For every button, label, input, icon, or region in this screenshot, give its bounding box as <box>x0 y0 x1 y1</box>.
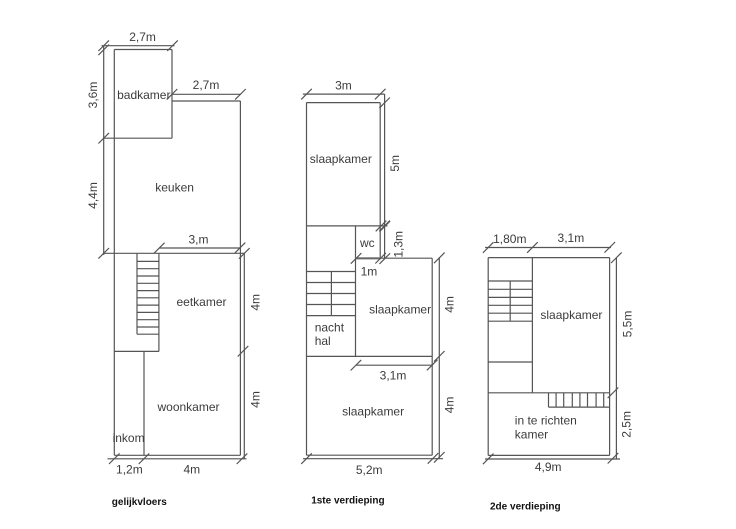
svg-text:2,5m: 2,5m <box>620 411 634 438</box>
svg-text:4m: 4m <box>183 462 200 476</box>
svg-text:4,4m: 4,4m <box>86 182 100 209</box>
svg-text:hal: hal <box>315 334 331 348</box>
svg-text:3m: 3m <box>335 79 352 93</box>
svg-text:3,6m: 3,6m <box>86 82 100 109</box>
svg-text:2,7m: 2,7m <box>129 30 156 44</box>
svg-text:wc: wc <box>359 236 375 250</box>
svg-text:woonkamer: woonkamer <box>156 400 219 414</box>
svg-text:3,1m: 3,1m <box>380 369 407 383</box>
svg-text:badkamer: badkamer <box>117 88 170 102</box>
svg-text:inkom: inkom <box>113 431 145 445</box>
svg-text:slaapkamer: slaapkamer <box>540 308 602 322</box>
svg-text:kamer: kamer <box>515 428 548 442</box>
svg-text:slaapkamer: slaapkamer <box>310 152 372 166</box>
svg-text:1m: 1m <box>361 264 378 278</box>
svg-text:4,9m: 4,9m <box>535 460 562 474</box>
svg-text:3,1m: 3,1m <box>558 231 585 245</box>
svg-text:in te richten: in te richten <box>515 413 577 427</box>
svg-text:gelijkvloers: gelijkvloers <box>112 497 167 508</box>
svg-text:4m: 4m <box>248 391 262 408</box>
svg-text:slaapkamer: slaapkamer <box>369 303 431 317</box>
svg-text:4m: 4m <box>248 294 262 311</box>
svg-text:slaapkamer: slaapkamer <box>342 404 404 418</box>
svg-text:4m: 4m <box>442 296 456 313</box>
svg-text:5,5m: 5,5m <box>621 311 635 338</box>
svg-text:2de verdieping: 2de verdieping <box>490 502 561 513</box>
svg-text:nacht: nacht <box>315 320 345 334</box>
svg-text:5m: 5m <box>388 155 402 172</box>
svg-text:1ste verdieping: 1ste verdieping <box>311 495 384 506</box>
svg-text:1,2m: 1,2m <box>116 462 143 476</box>
svg-text:3,m: 3,m <box>188 232 208 246</box>
svg-text:1,80m: 1,80m <box>493 232 526 246</box>
svg-text:5,2m: 5,2m <box>356 463 383 477</box>
svg-text:2,7m: 2,7m <box>193 78 220 92</box>
svg-text:4m: 4m <box>443 397 457 414</box>
svg-text:1,3m: 1,3m <box>392 231 406 258</box>
svg-text:keuken: keuken <box>155 180 194 194</box>
svg-text:eetkamer: eetkamer <box>176 295 226 309</box>
